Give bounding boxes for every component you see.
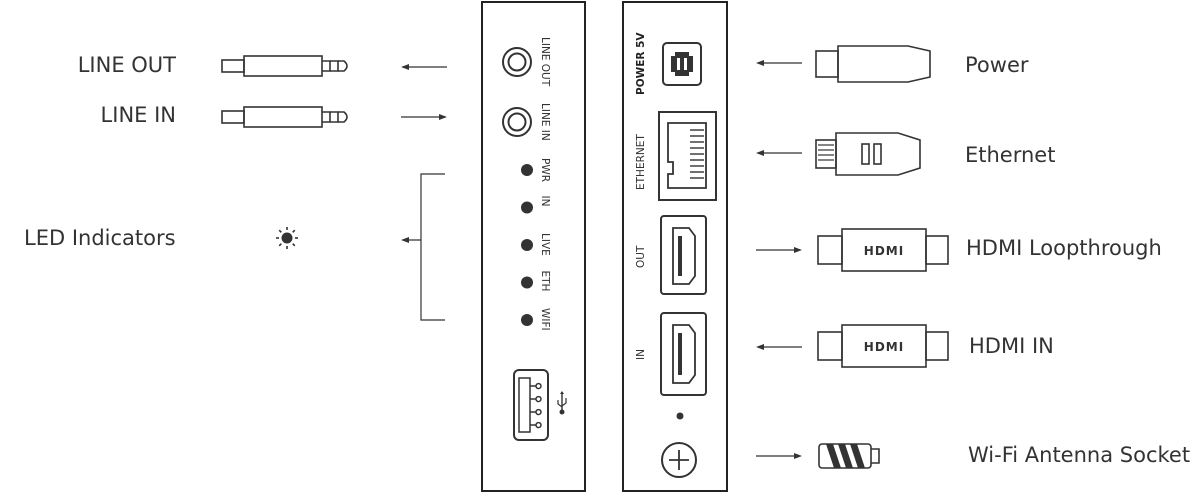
label-hdmi-in: HDMI IN <box>969 334 1054 358</box>
power-port <box>662 42 702 86</box>
arrow-line-out <box>401 64 447 70</box>
right-panel: POWER 5V ETHERNET OUT <box>622 1 728 492</box>
panel-label-out: OUT <box>635 245 647 268</box>
panel-label-line-in: LINE IN <box>539 103 551 141</box>
panel-label-in: IN <box>635 349 647 360</box>
hdmi-logo-text: HDMI <box>864 244 904 258</box>
hdmi-out-port <box>660 215 707 295</box>
audio-jack-icon <box>221 55 348 77</box>
arrow-line-in <box>401 114 447 120</box>
led-label: ETH <box>539 271 551 292</box>
arrow-hdmi-loop <box>756 247 802 253</box>
power-cable-icon <box>815 45 931 83</box>
ethernet-port <box>658 111 717 201</box>
line-out-socket <box>502 47 532 77</box>
plus-circle-icon <box>661 442 697 478</box>
usb-icon <box>557 391 567 415</box>
label-power: Power <box>965 53 1029 77</box>
antenna-connector-icon <box>818 443 880 469</box>
panel-label-line-out: LINE OUT <box>539 37 551 87</box>
led-label: IN <box>539 196 551 207</box>
sun-icon <box>276 227 298 249</box>
indicator-dot <box>676 412 684 420</box>
led-dot <box>521 201 533 214</box>
arrow-hdmi-in <box>756 344 802 350</box>
arrow-power <box>756 60 802 66</box>
label-wifi-antenna-socket: Wi-Fi Antenna Socket <box>968 443 1190 467</box>
panel-label-ethernet: ETHERNET <box>635 134 647 190</box>
led-bracket <box>401 173 445 321</box>
led-list: PWR IN LIVE ETH WIFI <box>521 158 551 331</box>
led-dot <box>521 314 533 326</box>
usb-port <box>513 369 549 441</box>
label-ethernet: Ethernet <box>965 143 1055 167</box>
hdmi-loop-cable-icon: HDMI <box>817 228 949 272</box>
arrow-ethernet <box>756 150 802 156</box>
label-led-indicators: LED Indicators <box>24 226 176 250</box>
left-panel: LINE OUT LINE IN PWR IN LIVE ETH WIFI <box>481 1 586 492</box>
ethernet-cable-icon <box>815 132 921 176</box>
led-label: PWR <box>539 158 551 182</box>
panel-label-power: POWER 5V <box>635 32 647 95</box>
hdmi-in-cable-icon: HDMI <box>817 324 949 368</box>
hdmi-logo-text: HDMI <box>864 340 904 354</box>
led-dot <box>521 239 533 251</box>
led-label: WIFI <box>539 308 551 331</box>
label-hdmi-loopthrough: HDMI Loopthrough <box>966 236 1162 260</box>
label-line-out: LINE OUT <box>78 53 176 77</box>
led-dot <box>521 276 533 289</box>
label-line-in: LINE IN <box>101 103 176 127</box>
led-dot <box>521 164 533 176</box>
audio-jack-icon <box>221 106 348 128</box>
line-in-socket <box>502 107 532 137</box>
led-label: LIVE <box>539 233 551 256</box>
hdmi-in-port <box>660 312 707 396</box>
arrow-wifi <box>756 453 802 459</box>
